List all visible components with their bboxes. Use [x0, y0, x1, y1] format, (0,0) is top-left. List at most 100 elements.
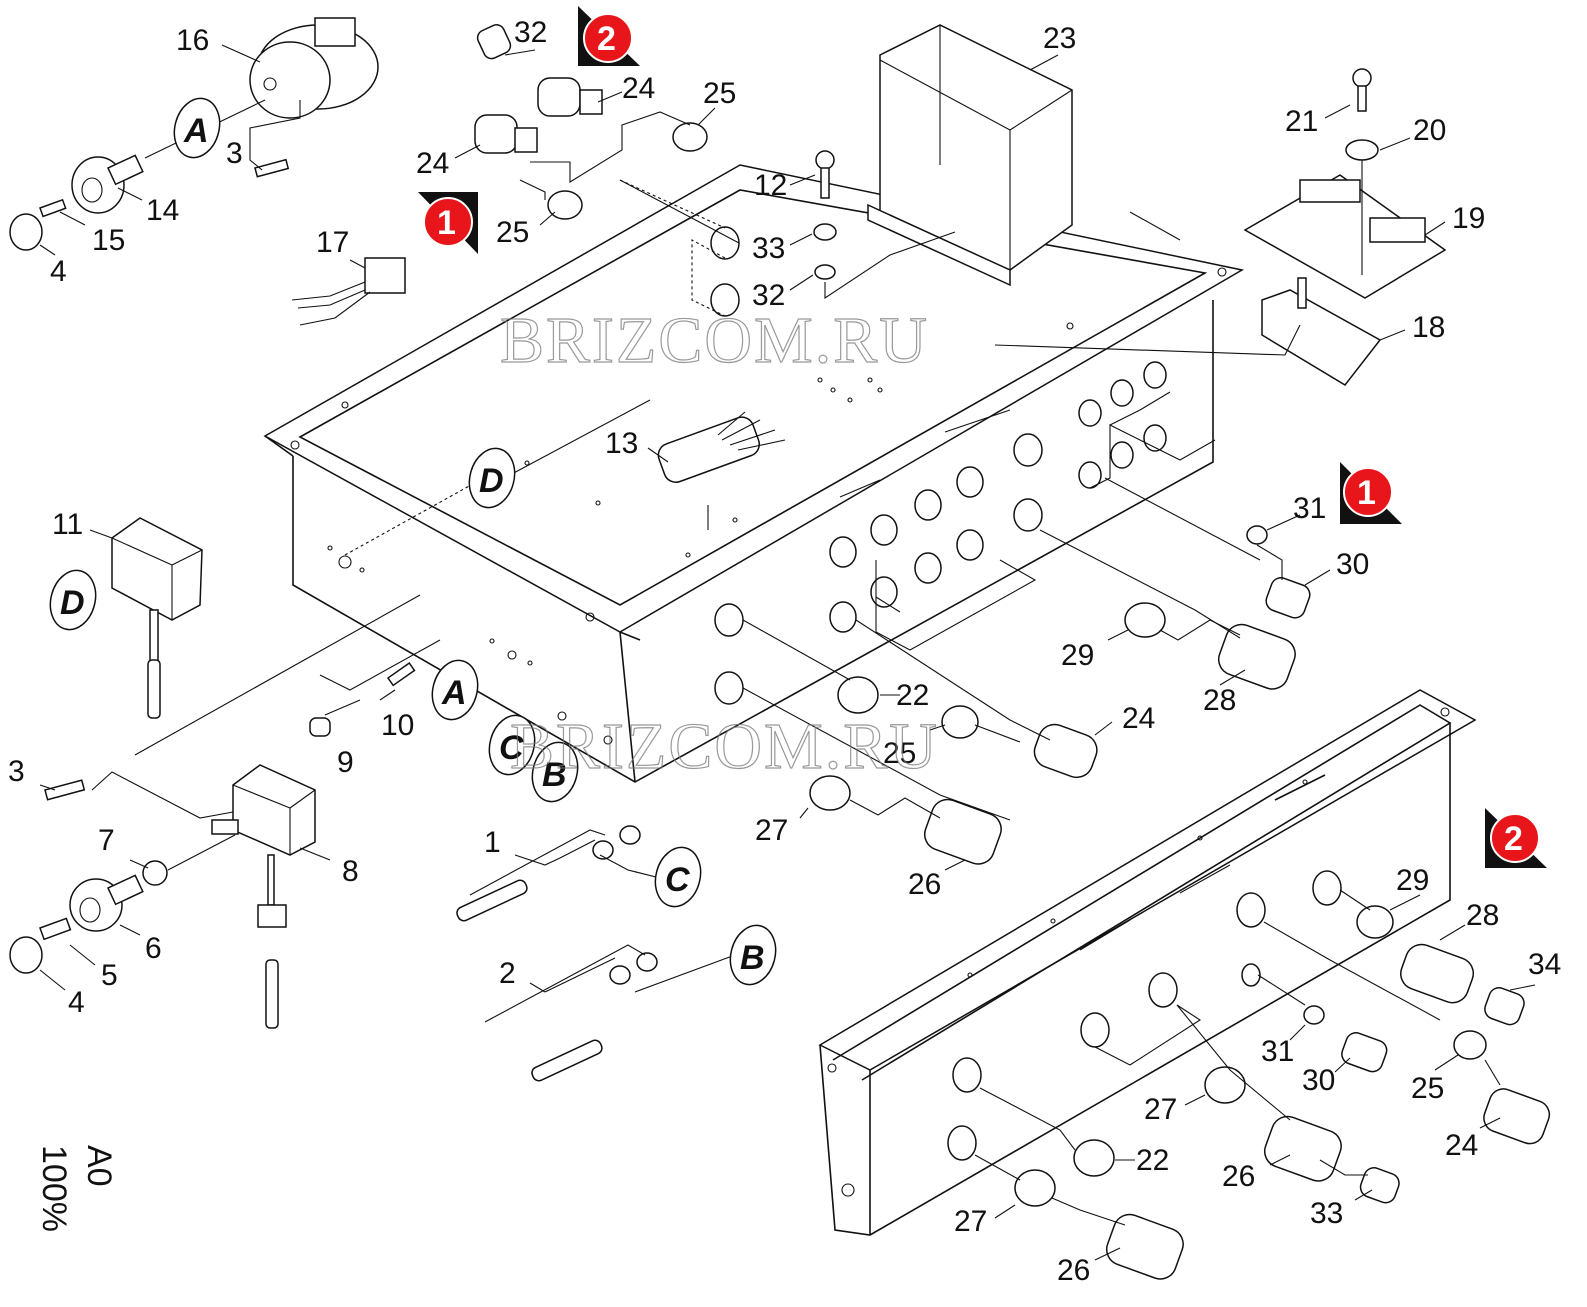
part-19-board — [1243, 160, 1447, 299]
callout-15: 15 — [92, 224, 125, 257]
callout-30: 30 — [1302, 1064, 1335, 1097]
callout-30: 30 — [1336, 548, 1369, 581]
callout-26: 26 — [908, 868, 941, 901]
marker-a-top: A — [173, 97, 221, 159]
marker-c-lamp: C — [654, 846, 702, 908]
callout-33: 33 — [752, 232, 785, 265]
svg-text:C: C — [499, 729, 524, 767]
scale-label: A0 100% — [35, 1145, 118, 1232]
callout-21: 21 — [1285, 105, 1318, 138]
svg-text:A: A — [441, 674, 467, 712]
part-24-gland-top — [474, 77, 603, 154]
part-12-screw — [815, 150, 835, 199]
scale-sheet: A0 — [80, 1145, 118, 1187]
part-20-washer — [1345, 139, 1379, 161]
callout-29: 29 — [1396, 864, 1429, 897]
callout-7: 7 — [98, 824, 115, 857]
letter-markers: A D D A C B C B — [49, 97, 777, 986]
callout-24: 24 — [622, 72, 655, 105]
callout-26: 26 — [1222, 1160, 1255, 1193]
part-1-lamp — [456, 825, 641, 922]
callout-6: 6 — [145, 932, 162, 965]
svg-text:D: D — [479, 462, 504, 500]
bottom-rail — [818, 689, 1477, 1236]
callout-23: 23 — [1043, 22, 1076, 55]
part-3-screw-bottom — [44, 779, 86, 801]
part-9-sleeve — [309, 717, 331, 737]
callout-22: 22 — [896, 679, 929, 712]
part-14-knob — [71, 154, 144, 214]
main-enclosure — [263, 164, 1245, 783]
part-6-knob — [69, 874, 144, 932]
callout-20: 20 — [1413, 114, 1446, 147]
callout-9: 9 — [337, 746, 354, 779]
part-23-transformer — [867, 24, 1073, 287]
callout-31: 31 — [1293, 492, 1326, 525]
part-4-cap-top — [9, 213, 43, 251]
svg-text:1: 1 — [437, 204, 456, 242]
callout-11: 11 — [52, 508, 83, 541]
svg-text:B: B — [542, 756, 567, 794]
part-15-screw — [39, 198, 67, 218]
part-front-glands — [809, 525, 1311, 865]
callout-31: 31 — [1261, 1035, 1294, 1068]
callout-24: 24 — [416, 147, 449, 180]
part-18-holder — [1261, 277, 1382, 386]
svg-text:C: C — [665, 861, 690, 899]
part-33-washer-top — [813, 223, 837, 241]
callout-27: 27 — [1144, 1093, 1177, 1126]
svg-text:2: 2 — [597, 20, 616, 58]
callout-3: 3 — [226, 137, 243, 170]
callout-33: 33 — [1310, 1197, 1343, 1230]
marker-d-enclosure: D — [468, 447, 516, 509]
callout-14: 14 — [146, 194, 179, 227]
callout-1: 1 — [484, 826, 501, 859]
svg-text:B: B — [740, 939, 765, 977]
marker-b-lamp: B — [729, 924, 777, 986]
svg-text:D: D — [60, 584, 85, 622]
callout-25: 25 — [496, 216, 529, 249]
callout-8: 8 — [342, 855, 359, 888]
callout-26: 26 — [1057, 1254, 1090, 1287]
callout-27: 27 — [755, 814, 788, 847]
callout-13: 13 — [605, 427, 638, 460]
callout-27: 27 — [954, 1205, 987, 1238]
callout-24: 24 — [1445, 1129, 1478, 1162]
callout-18: 18 — [1412, 311, 1445, 344]
part-4-cap-bottom — [9, 936, 43, 974]
callout-25: 25 — [1411, 1072, 1444, 1105]
part-7-spacer — [142, 860, 168, 886]
badge-1-right: 1 — [1340, 462, 1402, 524]
callout-25: 25 — [883, 737, 916, 770]
part-13-filter — [657, 411, 786, 530]
part-32-sleeve-top — [476, 24, 512, 60]
callout-28: 28 — [1466, 899, 1499, 932]
callout-32: 32 — [752, 279, 785, 312]
watermark-top: BRIZCOM.RU — [500, 304, 929, 377]
callout-29: 29 — [1061, 639, 1094, 672]
callout-2: 2 — [499, 957, 516, 990]
svg-text:2: 2 — [1504, 820, 1523, 858]
callout-19: 19 — [1452, 202, 1485, 235]
badge-1-top: 1 — [418, 192, 478, 254]
leader-lines — [39, 44, 1536, 1261]
watermarks: BRIZCOM.RU BRIZCOM.RU — [499, 303, 937, 783]
marker-d-relay: D — [49, 569, 97, 631]
callout-12: 12 — [754, 169, 787, 202]
badge-2-top: 2 — [578, 6, 640, 66]
callout-numbers: 16 32 24 25 23 24 3 14 15 4 25 17 12 33 … — [8, 16, 1561, 1287]
part-25-nut-top — [547, 122, 708, 220]
part-11-relay — [111, 517, 203, 719]
part-3-screw-top — [254, 158, 290, 178]
part-21-screw — [1352, 68, 1372, 112]
callout-4: 4 — [68, 986, 85, 1019]
callout-4: 4 — [50, 255, 67, 288]
view-badges: 2 1 1 2 — [418, 6, 1547, 868]
part-17-filter — [291, 257, 406, 326]
callout-22: 22 — [1136, 1144, 1169, 1177]
callout-16: 16 — [176, 24, 209, 57]
callout-17: 17 — [316, 226, 349, 259]
marker-c-enclosure: C — [488, 714, 536, 776]
callout-32: 32 — [514, 16, 547, 49]
